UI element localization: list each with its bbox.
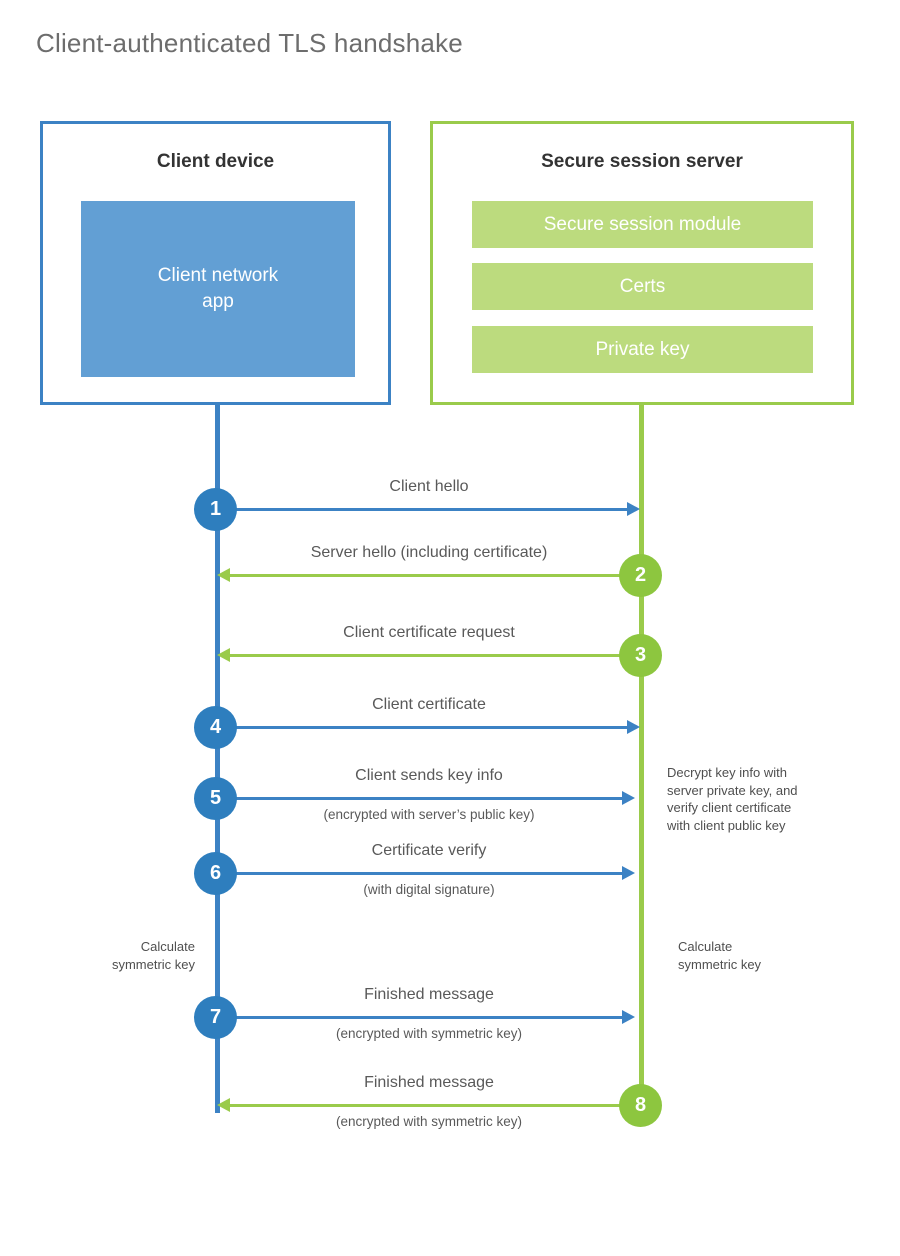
client-device-title: Client device: [156, 151, 275, 172]
message-shaft-4: [217, 726, 627, 729]
client-calculate-symmetric-key-note: Calculate symmetric key: [111, 939, 195, 972]
arrowhead-right-1: [627, 502, 640, 516]
message-label-4: Client certificate: [372, 696, 486, 713]
server-lifeline: [639, 405, 644, 1105]
step-circle-6[interactable]: 6: [194, 852, 237, 895]
secure-session-server-box: Secure session server Secure session mod…: [430, 121, 854, 405]
server-component-certs: Certs: [472, 263, 813, 310]
client-network-app-block: Client network app: [81, 201, 355, 377]
message-label-2: Server hello (including certificate): [310, 544, 548, 561]
message-shaft-3: [230, 654, 640, 657]
secure-session-server-title: Secure session server: [541, 151, 743, 172]
message-shaft-5: [217, 797, 622, 800]
arrowhead-right-5: [622, 791, 635, 805]
server-decrypt-note: Decrypt key info with server private key…: [667, 765, 798, 833]
arrowhead-left-2: [217, 568, 230, 582]
message-shaft-6: [217, 872, 622, 875]
arrowhead-left-8: [217, 1098, 230, 1112]
message-label-3: Client certificate request: [343, 624, 515, 641]
message-sublabel-5: (encrypted with server’s public key): [323, 807, 535, 822]
client-device-box: Client device Client network app: [40, 121, 391, 405]
message-shaft-8: [230, 1104, 640, 1107]
client-network-app-label: Client network app: [157, 265, 279, 312]
client-lifeline: [215, 405, 220, 1113]
message-label-1: Client hello: [389, 478, 469, 495]
step-circle-8[interactable]: 8: [619, 1084, 662, 1127]
arrowhead-right-6: [622, 866, 635, 880]
page-title: Client-authenticated TLS handshake: [36, 28, 463, 58]
message-shaft-2: [230, 574, 640, 577]
server-component-private-key: Private key: [472, 326, 813, 373]
message-shaft-7: [217, 1016, 622, 1019]
message-shaft-1: [217, 508, 627, 511]
message-label-8: Finished message: [364, 1074, 494, 1091]
message-label-6: Certificate verify: [371, 842, 487, 859]
arrowhead-right-4: [627, 720, 640, 734]
message-sublabel-6: (with digital signature): [363, 882, 495, 897]
step-circle-3[interactable]: 3: [619, 634, 662, 677]
message-sublabel-7: (encrypted with symmetric key): [335, 1026, 523, 1041]
step-circle-1[interactable]: 1: [194, 488, 237, 531]
step-circle-7[interactable]: 7: [194, 996, 237, 1039]
arrowhead-left-3: [217, 648, 230, 662]
step-circle-2[interactable]: 2: [619, 554, 662, 597]
server-component-secure-session-module: Secure session module: [472, 201, 813, 248]
step-circle-4[interactable]: 4: [194, 706, 237, 749]
message-label-7: Finished message: [364, 986, 494, 1003]
server-calculate-symmetric-key-note: Calculate symmetric key: [678, 939, 762, 972]
step-circle-5[interactable]: 5: [194, 777, 237, 820]
message-sublabel-8: (encrypted with symmetric key): [335, 1114, 523, 1129]
message-label-5: Client sends key info: [355, 767, 503, 784]
arrowhead-right-7: [622, 1010, 635, 1024]
